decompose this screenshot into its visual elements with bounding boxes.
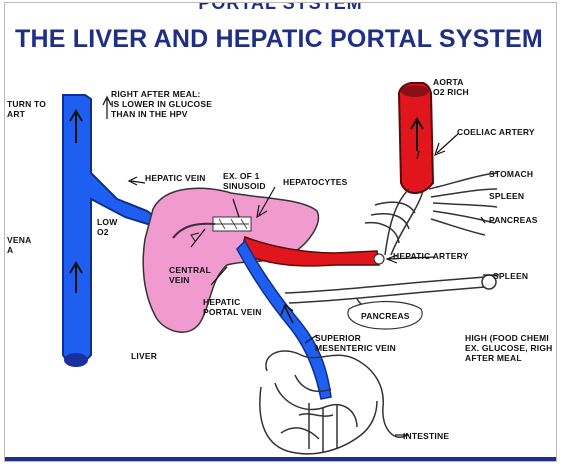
intestine-label: INTESTINE bbox=[403, 431, 449, 441]
pancreas-right-label: PANCREAS bbox=[489, 215, 538, 225]
intestine-shape bbox=[260, 351, 407, 454]
superior-mesenteric-vein-label: SUPERIOR MESENTERIC VEIN bbox=[315, 333, 396, 353]
pancreas-mid-label: PANCREAS bbox=[361, 311, 410, 321]
hepatic-vein-label: HEPATIC VEIN bbox=[145, 173, 206, 183]
high-food-chemicals-note: HIGH (FOOD CHEMI EX. GLUCOSE, RIGH AFTER… bbox=[465, 333, 552, 363]
vena-cava-label: VENA A bbox=[7, 235, 31, 255]
aorta-vessel bbox=[399, 83, 433, 193]
return-to-heart-label: TURN TO ART bbox=[7, 99, 46, 119]
sinusoid-label: EX. OF 1 SINUSOID bbox=[223, 171, 266, 191]
diagram-frame: PORTAL SYSTEM THE LIVER AND HEPATIC PORT… bbox=[4, 2, 557, 462]
coeliac-artery-label: COELIAC ARTERY bbox=[457, 127, 535, 137]
spleen-mid-label: SPLEEN bbox=[493, 271, 528, 281]
liver-label: LIVER bbox=[131, 351, 157, 361]
hepatic-portal-vein-label: HEPATIC PORTAL VEIN bbox=[203, 297, 262, 317]
aorta-label: AORTA O2 RICH bbox=[433, 77, 469, 97]
hepatic-artery-label: HEPATIC ARTERY bbox=[393, 251, 469, 261]
central-vein-label: CENTRAL VEIN bbox=[169, 265, 211, 285]
low-o2-label: LOW O2 bbox=[97, 217, 117, 237]
spleen-top-label: SPLEEN bbox=[489, 191, 524, 201]
bottom-rule bbox=[5, 457, 556, 461]
stomach-label: STOMACH bbox=[489, 169, 533, 179]
right-after-meal-note: RIGHT AFTER MEAL: IS LOWER IN GLUCOSE TH… bbox=[111, 89, 212, 119]
hepatocytes-label: HEPATOCYTES bbox=[283, 177, 348, 187]
liver-portal-diagram bbox=[5, 3, 557, 462]
